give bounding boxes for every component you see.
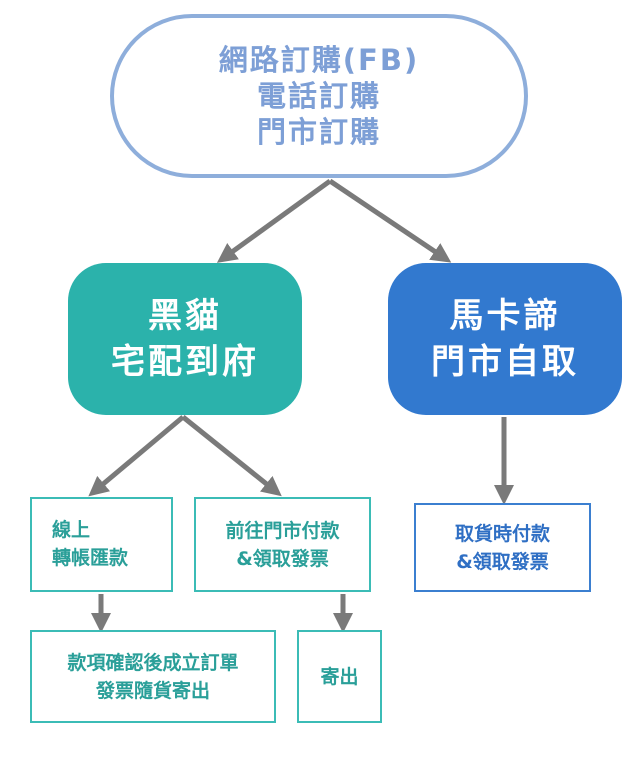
arrow-home-to-online [88,415,185,497]
store-pay-line-1: 前往門市付款 [225,519,340,542]
online-transfer-node: 線上 轉帳匯款 [30,497,173,592]
arrow-home-to-store-pay [181,415,282,497]
online-transfer-line-1: 線上 [52,519,91,541]
ship-out-node: 寄出 [297,630,382,723]
order-channel-phone: 電話訂購 [256,79,381,113]
arrow-top-to-store-pickup [328,178,452,263]
home-delivery-line-1: 黑貓 [148,296,222,336]
home-delivery-node: 黑貓 宅配到府 [68,263,302,415]
store-pickup-node: 馬卡諦 門市自取 [388,263,622,415]
home-delivery-line-2: 宅配到府 [111,342,259,382]
ship-out-label: 寄出 [320,665,359,688]
confirm-order-node: 款項確認後成立訂單 發票隨貨寄出 [30,630,276,723]
arrow-top-to-home-delivery [216,178,332,263]
pickup-pay-line-2: &領取發票 [456,550,549,573]
store-pay-line-2: &領取發票 [236,547,329,570]
store-pickup-line-2: 門市自取 [431,342,579,382]
store-pay-node: 前往門市付款 &領取發票 [194,497,371,592]
store-pickup-line-1: 馬卡諦 [449,296,561,336]
confirm-order-line-1: 款項確認後成立訂單 [67,651,239,674]
pickup-pay-line-1: 取貨時付款 [454,522,550,545]
pickup-pay-node: 取貨時付款 &領取發票 [414,503,591,592]
online-transfer-line-2: 轉帳匯款 [52,547,129,569]
confirm-order-line-2: 發票隨貨寄出 [95,679,210,702]
order-channel-online: 網路訂購(FB) [218,43,420,77]
order-channel-store: 門市訂購 [256,115,381,149]
order-channels-node: 網路訂購(FB) 電話訂購 門市訂購 [110,14,528,178]
